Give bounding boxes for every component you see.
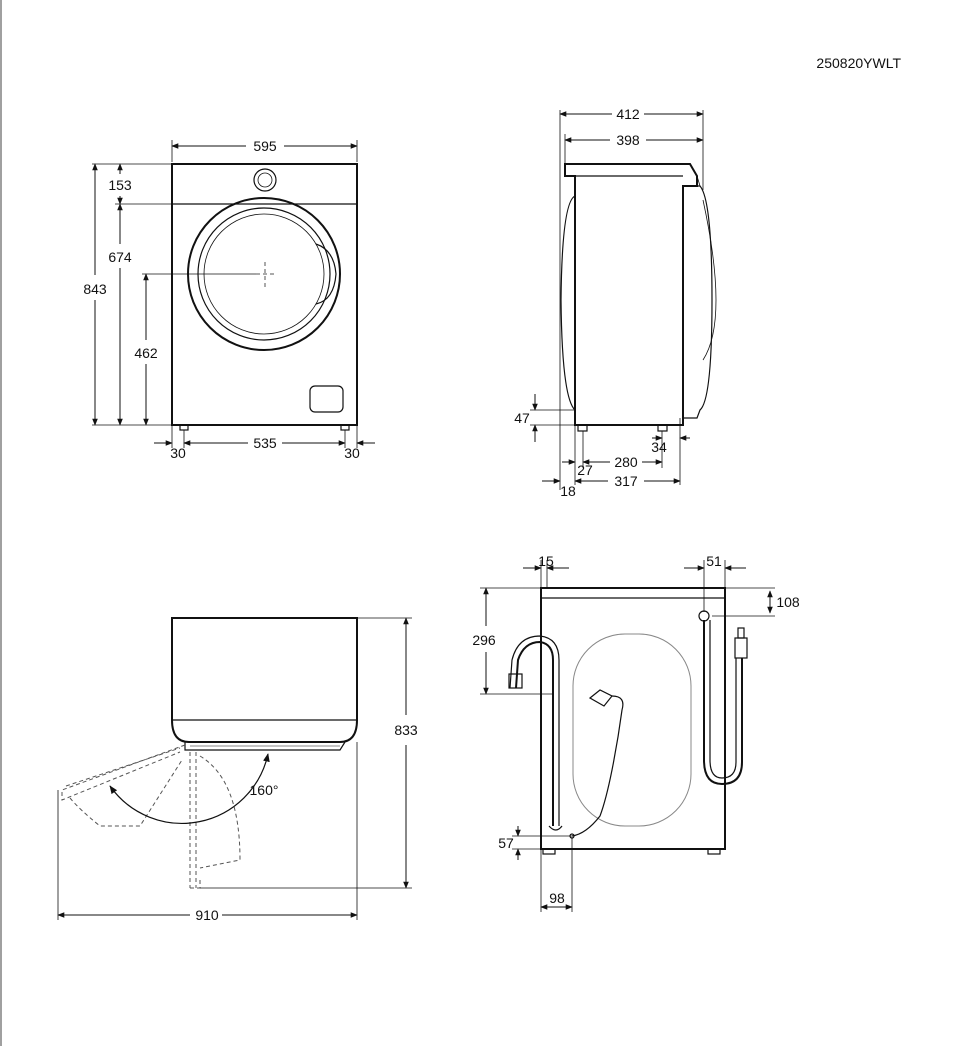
side-door-bulge xyxy=(560,195,576,411)
dim-inlet-offset: 51 xyxy=(706,553,722,569)
inlet-hose xyxy=(703,620,743,786)
door-handle xyxy=(315,243,337,305)
dim-depth-body: 398 xyxy=(616,132,640,148)
side-view: 412 398 47 34 280 27 317 xyxy=(514,106,717,499)
dim-depth-feet: 317 xyxy=(614,473,638,489)
side-front-foot xyxy=(577,424,588,432)
dim-drain-offset: 15 xyxy=(538,553,554,569)
power-plug-icon xyxy=(588,689,613,707)
dim-front-offset: 18 xyxy=(560,483,576,499)
dim-top-width: 833 xyxy=(394,722,418,738)
power-cable xyxy=(571,695,624,837)
dim-front-foot-offset: 27 xyxy=(577,462,593,478)
dim-depth-total: 412 xyxy=(616,106,640,122)
inlet-hose-connector xyxy=(734,637,748,659)
side-back-panel xyxy=(683,185,713,419)
front-body-outline xyxy=(171,163,358,426)
dim-depth-door-open: 910 xyxy=(195,907,219,923)
dim-front-width: 595 xyxy=(253,138,277,154)
dim-foot-height: 47 xyxy=(514,410,530,426)
dim-cable-height: 57 xyxy=(498,835,514,851)
open-door-outline xyxy=(61,744,186,801)
dim-left-foot-offset: 30 xyxy=(170,445,186,461)
rear-body-outline xyxy=(540,587,726,850)
side-body-outline xyxy=(564,163,698,426)
side-rear-foot xyxy=(657,424,668,432)
water-inlet-icon xyxy=(698,610,710,622)
rear-right-foot xyxy=(707,848,721,855)
rear-left-foot xyxy=(542,848,556,855)
filter-hatch xyxy=(309,385,344,413)
dim-feet-spacing: 535 xyxy=(253,435,277,451)
dim-drain-height: 296 xyxy=(472,632,496,648)
dim-cable-offset: 98 xyxy=(549,890,565,906)
front-view: 595 843 153 674 462 535 30 30 xyxy=(83,138,375,461)
dim-front-height: 843 xyxy=(83,281,107,297)
rear-view: 15 51 108 296 57 98 xyxy=(472,553,800,912)
dim-door-center: 462 xyxy=(134,345,158,361)
dim-inlet-height: 108 xyxy=(776,594,800,610)
drain-hose xyxy=(515,640,554,826)
dim-door-angle: 160° xyxy=(250,782,279,798)
dim-rear-foot-offset: 34 xyxy=(651,439,667,455)
dim-foot-spacing: 280 xyxy=(614,454,638,470)
top-body-outline xyxy=(171,617,358,743)
dim-door-top: 674 xyxy=(108,249,132,265)
dim-right-foot-offset: 30 xyxy=(344,445,360,461)
drain-hose-end xyxy=(508,673,523,689)
rear-panel-opening xyxy=(572,633,692,827)
program-knob-icon xyxy=(253,168,277,192)
program-knob-inner-icon xyxy=(257,172,273,188)
top-view: 160° 833 910 xyxy=(57,617,418,923)
top-door-closed xyxy=(184,741,346,751)
model-code: 250820YWLT xyxy=(816,55,901,71)
door-swing-arc xyxy=(109,753,270,824)
dim-top-panel: 153 xyxy=(108,177,132,193)
